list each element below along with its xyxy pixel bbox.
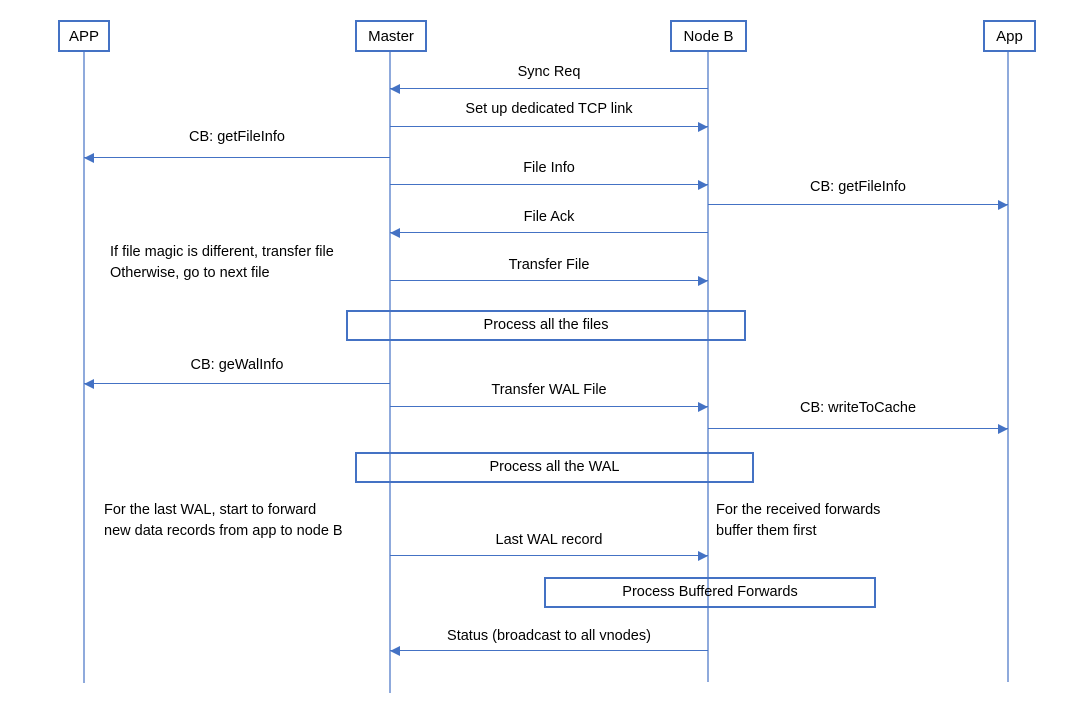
message-label-sync_req: Sync Req [517,64,581,80]
arrow-head-left-cb_getfileinfo_left [84,153,94,163]
participant-box-node_b[interactable]: Node B [670,20,747,52]
message-label-file_ack: File Ack [523,209,575,225]
lifeline-master [389,52,391,693]
arrow-head-left-cb_gewalinfo [84,379,94,389]
message-line-file_ack [390,232,708,233]
participant-label: APP [68,27,99,45]
message-label-transfer_file: Transfer File [508,257,590,273]
note-note_buffer_first: For the received forwards buffer them fi… [716,502,881,539]
participant-box-app_right[interactable]: App [983,20,1036,52]
participant-box-master[interactable]: Master [355,20,427,52]
participant-label: App [996,27,1023,45]
message-line-status [390,650,708,651]
message-line-tcp_link [390,126,708,127]
message-line-transfer_wal [390,406,708,407]
lifeline-node_b [707,52,709,682]
message-label-transfer_wal: Transfer WAL File [491,382,607,398]
arrow-head-right-transfer_file [698,276,708,286]
arrow-head-left-status [390,646,400,656]
process-box-label: Process Buffered Forwards [622,584,798,601]
note-note_last_wal: For the last WAL, start to forward new d… [104,502,343,539]
message-line-cb_gewalinfo [84,383,390,384]
arrow-head-right-cb_getfileinfo_right [998,200,1008,210]
message-label-tcp_link: Set up dedicated TCP link [465,101,633,117]
message-line-file_info [390,184,708,185]
process-box-process_wal[interactable]: Process all the WAL [355,452,754,483]
message-line-transfer_file [390,280,708,281]
message-label-cb_getfileinfo_left: CB: getFileInfo [189,129,285,145]
arrow-head-right-last_wal_record [698,551,708,561]
lifeline-app_left [83,52,85,683]
participant-label: Node B [683,27,734,45]
arrow-head-right-tcp_link [698,122,708,132]
arrow-head-right-transfer_wal [698,402,708,412]
message-line-cb_getfileinfo_left [84,157,390,158]
message-label-status: Status (broadcast to all vnodes) [447,628,651,644]
process-box-process_files[interactable]: Process all the files [346,310,746,341]
note-note_file_magic: If file magic is different, transfer fil… [110,244,334,281]
process-box-label: Process all the WAL [489,459,620,476]
lifeline-app_right [1007,52,1009,682]
process-box-label: Process all the files [483,317,609,334]
arrow-head-right-file_info [698,180,708,190]
participant-label: Master [368,27,414,45]
message-line-sync_req [390,88,708,89]
message-line-cb_writetocache [708,428,1008,429]
message-line-cb_getfileinfo_right [708,204,1008,205]
arrow-head-left-sync_req [390,84,400,94]
arrow-head-left-file_ack [390,228,400,238]
arrow-head-right-cb_writetocache [998,424,1008,434]
process-box-process_buffered[interactable]: Process Buffered Forwards [544,577,876,608]
participant-box-app_left[interactable]: APP [58,20,110,52]
message-label-cb_getfileinfo_right: CB: getFileInfo [810,179,906,195]
message-label-cb_writetocache: CB: writeToCache [799,400,917,416]
message-label-cb_gewalinfo: CB: geWalInfo [190,357,284,373]
message-label-file_info: File Info [523,160,575,176]
message-line-last_wal_record [390,555,708,556]
message-label-last_wal_record: Last WAL record [495,532,603,548]
